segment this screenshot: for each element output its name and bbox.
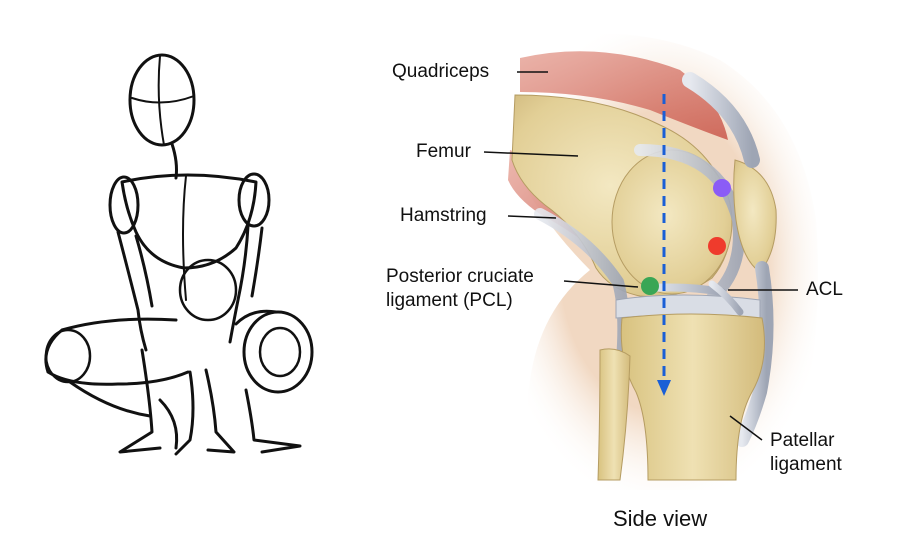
patellar-leader bbox=[729, 415, 763, 441]
green-marker bbox=[641, 277, 659, 295]
figure-left-thigh bbox=[44, 317, 190, 386]
label-patellar-line2: ligament bbox=[770, 454, 842, 475]
label-acl: ACL bbox=[806, 279, 843, 300]
squatting-figure-sketch-icon bbox=[44, 53, 314, 456]
purple-marker bbox=[713, 179, 731, 197]
figure-torso bbox=[120, 173, 258, 270]
label-quadriceps: Quadriceps bbox=[392, 61, 490, 82]
pcl-leader bbox=[563, 280, 639, 288]
femur-leader bbox=[483, 151, 579, 157]
label-pcl-line2: ligament (PCL) bbox=[386, 290, 513, 311]
acl-ligament bbox=[708, 280, 744, 316]
label-patellar-line1: Patellar bbox=[770, 430, 835, 451]
quadriceps-muscle bbox=[520, 51, 728, 140]
red-marker bbox=[708, 237, 726, 255]
label-femur: Femur bbox=[416, 141, 471, 162]
label-hamstring: Hamstring bbox=[400, 205, 487, 226]
leader-lines bbox=[483, 71, 798, 441]
pcl-ligament bbox=[646, 283, 726, 296]
label-pcl-line1: Posterior cruciate bbox=[386, 266, 534, 287]
knee-anatomy-illustration bbox=[506, 33, 818, 490]
caption-side-view: Side view bbox=[613, 506, 708, 531]
figure-head bbox=[128, 53, 196, 147]
fibula-bone bbox=[597, 348, 631, 481]
patellar-ligament bbox=[735, 261, 774, 447]
hamstring-leader bbox=[507, 215, 557, 219]
quadriceps-tendon bbox=[682, 72, 760, 168]
force-arrow-head bbox=[657, 380, 671, 396]
